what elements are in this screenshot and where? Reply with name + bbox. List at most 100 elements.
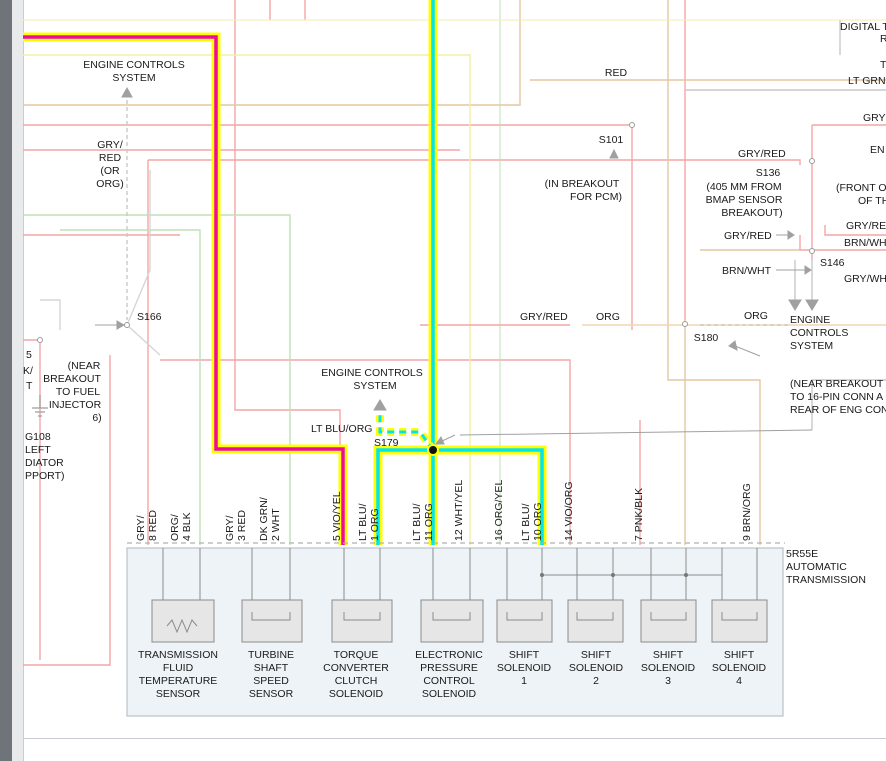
label-in-breakout-l2: FOR PCM) — [570, 191, 622, 203]
label-red-top: RED — [605, 67, 628, 79]
label-gry-wh-r: GRY/WH — [844, 273, 886, 285]
component-2-label: SHAFT — [254, 662, 289, 674]
label-g108-l2: LEFT — [25, 444, 51, 456]
label-trans-l3: TRANSMISSION — [786, 574, 866, 586]
pin-1-number-color: 1 ORG — [369, 508, 381, 541]
component-1-label: TEMPERATURE — [139, 675, 218, 687]
pin-2-number-color: 2 WHT — [270, 508, 282, 541]
pin-8-color: GRY/ — [135, 515, 147, 541]
label-near-inj-l3: TO FUEL — [56, 386, 100, 398]
label-g108-l4: PPORT) — [25, 470, 64, 482]
component-6-label: 2 — [593, 675, 599, 687]
pin-5-number-color: 5 VIO/YEL — [331, 491, 343, 541]
label-ecs-right-l1: ENGINE — [790, 314, 830, 326]
label-s146: S146 — [820, 257, 845, 269]
label-digital-l1: DIGITAL T — [840, 21, 886, 33]
label-digital-l3: T — [880, 59, 886, 71]
pin-1-color: LT BLU/ — [357, 503, 369, 541]
component-6-label: SHIFT — [581, 649, 612, 661]
component-2-label: SENSOR — [249, 688, 294, 700]
component-4-label: ELECTRONIC — [415, 649, 483, 661]
bus-dots — [540, 573, 688, 577]
splice-points — [37, 122, 815, 343]
label-ecs-right-l2: CONTROLS — [790, 327, 848, 339]
pin-8-number-color: 8 RED — [147, 510, 159, 541]
label-frag-k: K/ — [23, 365, 33, 377]
component-8-label: SOLENOID — [712, 662, 767, 674]
label-gry-red-mid: GRY/RED — [724, 230, 772, 242]
component-4-label: CONTROL — [423, 675, 474, 687]
label-en-right: EN — [870, 144, 885, 156]
pin-2-color: DK GRN/ — [258, 497, 270, 541]
label-s136: S136 — [756, 167, 781, 179]
label-ecs-top-l2: SYSTEM — [112, 72, 155, 84]
component-labels: TRANSMISSIONFLUIDTEMPERATURESENSORTURBIN… — [138, 649, 767, 700]
label-gry-right: GRY — [863, 112, 886, 124]
ground-symbol-g108 — [32, 395, 48, 417]
highlighted-circuit — [23, 0, 547, 545]
component-3-label: SOLENOID — [329, 688, 384, 700]
component-8-label: SHIFT — [724, 649, 755, 661]
label-ecs-mid-l2: SYSTEM — [353, 380, 396, 392]
label-gry-red-or-org-l1: GRY/ — [97, 139, 123, 151]
component-7-label: SHIFT — [653, 649, 684, 661]
label-in-breakout-l1: (IN BREAKOUT — [545, 178, 620, 190]
component-3-label: CLUTCH — [335, 675, 378, 687]
component-4-label: PRESSURE — [420, 662, 478, 674]
label-org-a: ORG — [596, 311, 620, 323]
label-s166: S166 — [137, 311, 162, 323]
label-near-inj-l2: BREAKOUT — [43, 373, 101, 385]
pin-3-color: GRY/ — [224, 515, 236, 541]
pin-16-number-color: 16 ORG/YEL — [493, 480, 505, 541]
label-front-l2: OF TH — [858, 195, 886, 207]
pin-11-number-color: 11 ORG — [423, 503, 435, 541]
component-5-label: 1 — [521, 675, 527, 687]
label-front-l1: (FRONT O — [836, 182, 886, 194]
label-near-inj-l4: INJECTOR — [49, 399, 102, 411]
label-near-inj-l5: 6) — [92, 412, 101, 424]
label-g108-l1: G108 — [25, 431, 51, 443]
pin-7-number-color: 7 PNK/BLK — [633, 488, 645, 541]
label-gry-red-s136: GRY/RED — [738, 148, 786, 160]
pin-9-number-color: 9 BRN/ORG — [741, 483, 753, 541]
label-s101: S101 — [599, 134, 624, 146]
component-5-label: SOLENOID — [497, 662, 552, 674]
label-org-b: ORG — [744, 310, 768, 322]
label-g108-l3: DIATOR — [25, 457, 64, 469]
label-near-inj-l1: (NEAR — [68, 360, 101, 372]
label-s179: S179 — [374, 437, 399, 449]
component-1-label: FLUID — [163, 662, 194, 674]
component-2-label: TURBINE — [248, 649, 294, 661]
label-gry-red-or-org-l4: ORG) — [96, 178, 123, 190]
label-gry-re-r: GRY/RE — [846, 220, 886, 232]
label-lt-blu-org: LT BLU/ORG — [311, 423, 372, 435]
component-8-label: 4 — [736, 675, 742, 687]
label-digital-l2: R — [880, 33, 886, 45]
label-s180: S180 — [694, 332, 719, 344]
splice-s179-dot — [427, 444, 439, 456]
window-frame-left — [0, 0, 12, 761]
label-trans-l2: AUTOMATIC — [786, 561, 847, 573]
label-gry-red-or-org-l3: (OR — [100, 165, 120, 177]
label-gry-red-s180: GRY/RED — [520, 311, 568, 323]
label-brn-wht-mid: BRN/WHT — [722, 265, 772, 277]
arrows — [95, 86, 819, 445]
component-7-label: 3 — [665, 675, 671, 687]
label-near16-l1: (NEAR BREAKOUT — [790, 378, 884, 390]
pin-3-number-color: 3 RED — [236, 510, 248, 541]
component-6-label: SOLENOID — [569, 662, 624, 674]
label-digital-l4: LT GRN — [848, 75, 886, 87]
label-s136-d1: (405 MM FROM — [706, 181, 781, 193]
component-4-label: SOLENOID — [422, 688, 477, 700]
label-gry-red-or-org-l2: RED — [99, 152, 122, 164]
pin-14-number-color: 14 VIO/ORG — [563, 481, 575, 541]
component-3-label: CONVERTER — [323, 662, 389, 674]
label-trans-l1: 5R55E — [786, 548, 818, 560]
pin-12-number-color: 12 WHT/YEL — [453, 480, 465, 541]
label-near16-l3: REAR OF ENG CON — [790, 404, 886, 416]
diagram-labels: ENGINE CONTROLSSYSTEMGRY/RED(ORORG)S166(… — [23, 21, 886, 586]
scrollbar-track[interactable] — [12, 0, 24, 761]
pin-4-number-color: 4 BLK — [181, 512, 193, 541]
